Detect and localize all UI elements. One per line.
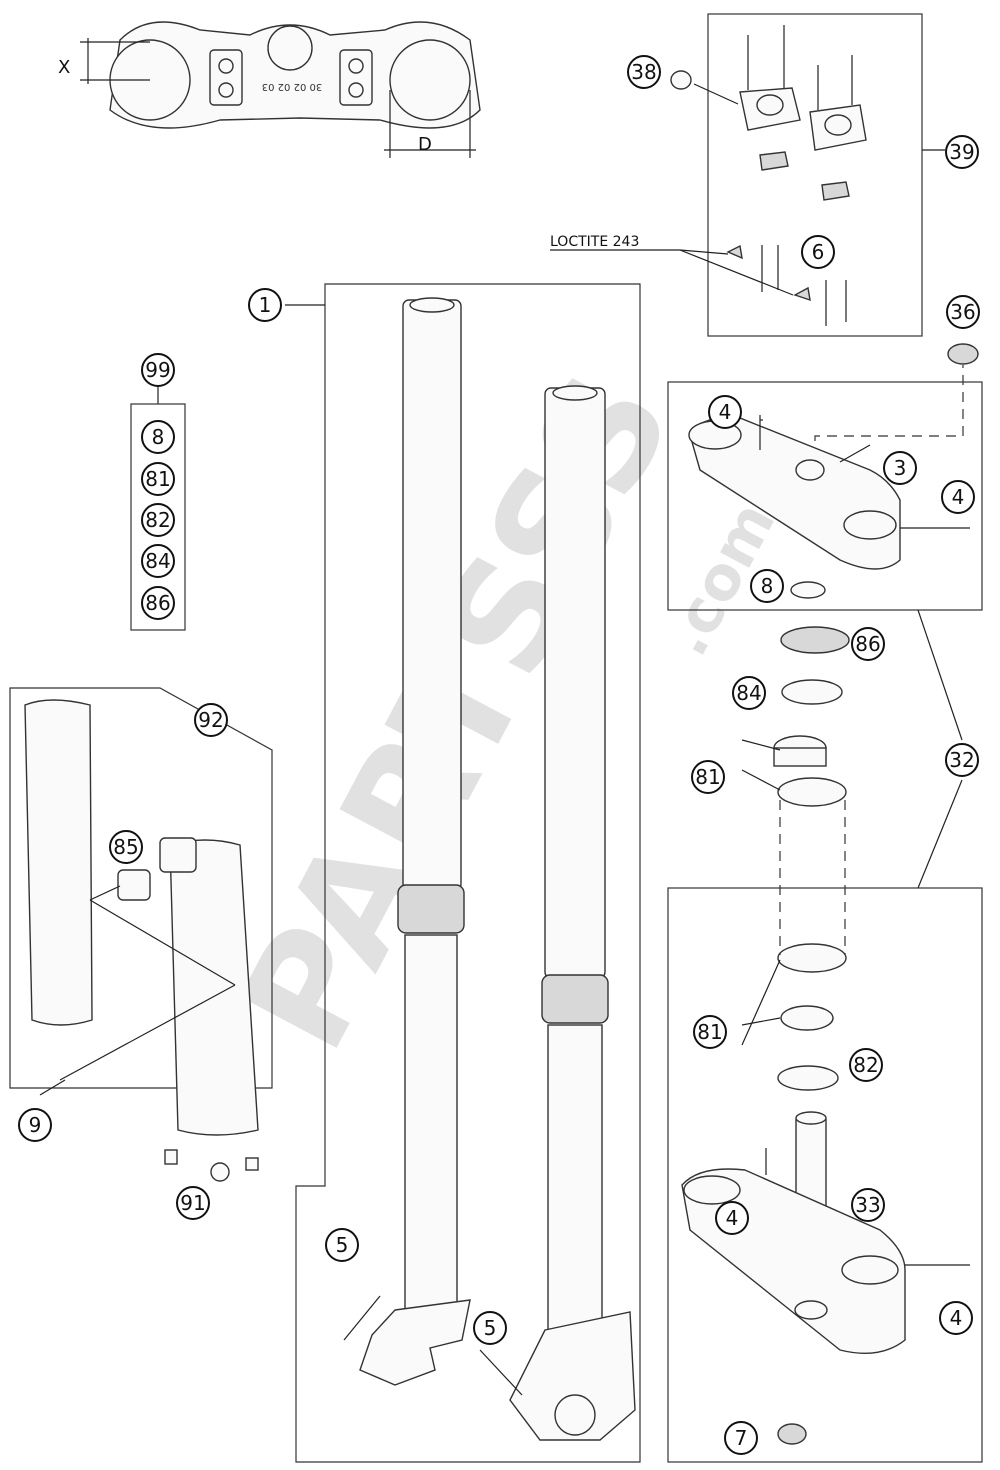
callout-label: 84	[736, 681, 761, 705]
callout-label: 5	[484, 1316, 497, 1340]
callout-label: 81	[695, 765, 720, 789]
kit-item-label: 82	[145, 508, 170, 532]
fork-assembly-box	[295, 283, 641, 1463]
dimension-x-label: X	[58, 57, 70, 78]
kit-item-84: 84	[141, 544, 175, 578]
kit-item-82: 82	[141, 503, 175, 537]
callout-label: 39	[949, 140, 974, 164]
callout-label: 9	[29, 1113, 42, 1137]
callout-86: 86	[851, 627, 885, 661]
callout-4b: 4	[941, 480, 975, 514]
callout-label: 6	[812, 240, 825, 264]
callout-4c: 4	[715, 1201, 749, 1235]
kit-item-label: 84	[145, 549, 170, 573]
clamp-marking: 30 02 02 03	[262, 81, 322, 92]
lower-triple-clamp-box	[667, 887, 983, 1463]
callout-label: 4	[719, 400, 732, 424]
kit-item-86: 86	[141, 586, 175, 620]
callout-label: 82	[853, 1053, 878, 1077]
kit-item-label: 81	[145, 467, 170, 491]
loctite-label: LOCTITE 243	[550, 234, 639, 250]
callout-9: 9	[18, 1108, 52, 1142]
callout-6: 6	[801, 235, 835, 269]
callout-5a: 5	[325, 1228, 359, 1262]
lower-triple-clamp	[681, 1111, 970, 1445]
kit-99-box	[130, 403, 186, 631]
callout-label: 36	[950, 300, 975, 324]
callout-38: 38	[627, 55, 661, 89]
handlebar-clamp-kit-box	[707, 13, 923, 337]
fork-protector-box	[9, 687, 273, 1089]
callout-label: 92	[198, 708, 223, 732]
callout-4d: 4	[939, 1301, 973, 1335]
callout-label: 85	[113, 835, 138, 859]
callout-39: 39	[945, 135, 979, 169]
callout-82: 82	[849, 1048, 883, 1082]
callout-label: 32	[949, 748, 974, 772]
callout-32: 32	[945, 743, 979, 777]
kit-item-label: 86	[145, 591, 170, 615]
fork-protectors	[24, 699, 259, 1182]
callout-label: 86	[855, 632, 880, 656]
callout-4a: 4	[708, 395, 742, 429]
kit-item-81: 81	[141, 462, 175, 496]
callout-label: 3	[894, 456, 907, 480]
callout-33: 33	[851, 1188, 885, 1222]
callout-label: 99	[145, 358, 170, 382]
upper-triple-clamp-box	[667, 381, 983, 611]
dimension-d-label: D	[418, 134, 432, 155]
loctite-note: LOCTITE 243	[550, 234, 794, 296]
callout-label: 7	[735, 1426, 748, 1450]
fork-leg-right	[479, 385, 636, 1441]
callout-label: 1	[259, 293, 272, 317]
callout-81a: 81	[691, 760, 725, 794]
callout-91: 91	[176, 1186, 210, 1220]
callout-85: 85	[109, 830, 143, 864]
callout-5b: 5	[473, 1311, 507, 1345]
callout-label: 4	[950, 1306, 963, 1330]
callout-label: 91	[180, 1191, 205, 1215]
callout-8: 8	[750, 569, 784, 603]
callout-label: 5	[336, 1233, 349, 1257]
callout-84: 84	[732, 676, 766, 710]
callout-label: 38	[631, 60, 656, 84]
callout-label: 4	[726, 1206, 739, 1230]
callout-99: 99	[141, 353, 175, 387]
callout-7: 7	[724, 1421, 758, 1455]
fork-leg-left	[343, 297, 471, 1386]
callout-label: 81	[697, 1020, 722, 1044]
callout-3: 3	[883, 451, 917, 485]
handlebar-clamps	[670, 25, 867, 326]
callout-label: 8	[761, 574, 774, 598]
callout-label: 4	[952, 485, 965, 509]
callout-label: 33	[855, 1193, 880, 1217]
kit-item-8: 8	[141, 420, 175, 454]
upper-clamp-dimension-view: 30 02 02 03 X D	[58, 21, 481, 158]
callout-1: 1	[248, 288, 282, 322]
kit-item-label: 8	[152, 425, 165, 449]
steering-bearings	[741, 626, 850, 1091]
callout-92: 92	[194, 703, 228, 737]
callout-36: 36	[946, 295, 980, 329]
callout-81b: 81	[693, 1015, 727, 1049]
